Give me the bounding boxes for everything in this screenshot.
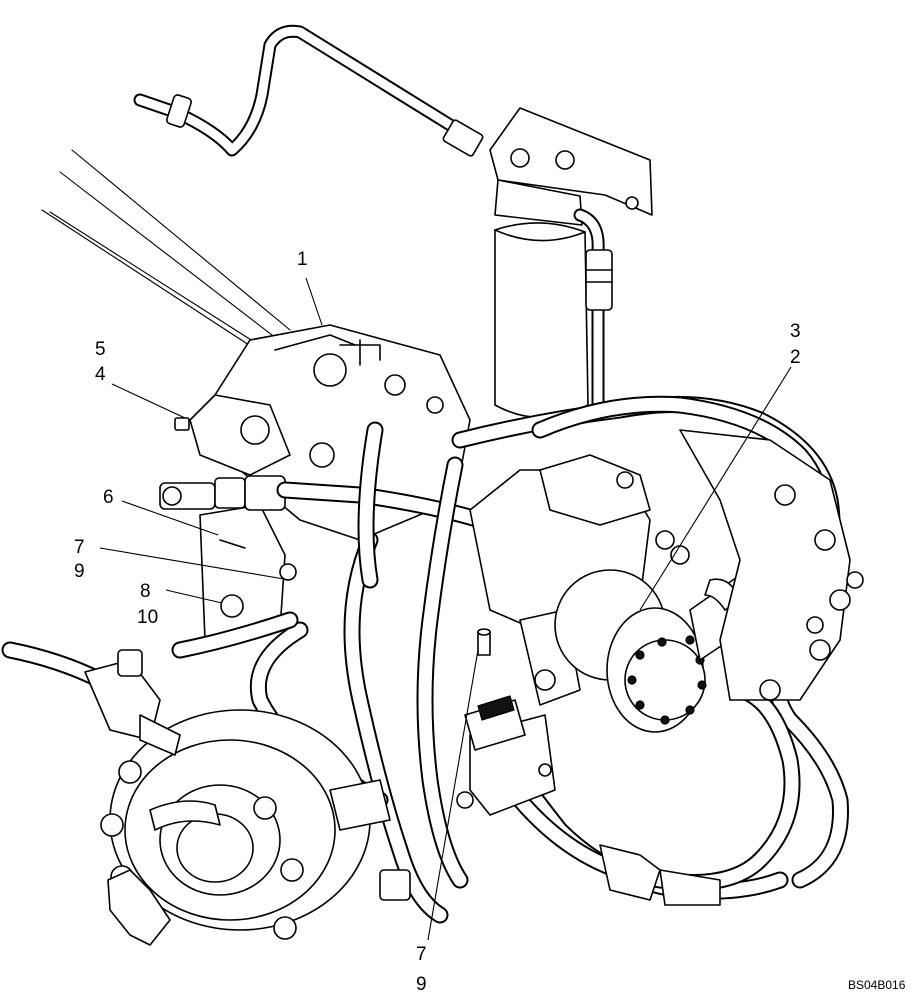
callout-9-upper: 9: [74, 561, 85, 582]
elbow-fitting-left: [84, 649, 181, 756]
figure-code: BS04B016: [848, 978, 906, 992]
callouts: 1 3 2 5 4 6 7 9 8 10 7 9: [74, 249, 801, 995]
control-valve: [456, 628, 556, 816]
callout-10: 10: [137, 607, 158, 628]
callout-7-lower: 7: [416, 944, 427, 965]
upper-return-tube: [133, 24, 484, 157]
callout-4: 4: [95, 364, 106, 385]
leader-lines: [99, 277, 792, 941]
right-lower-fitting: [599, 844, 721, 906]
callout-7-upper: 7: [74, 537, 85, 558]
right-motor: [679, 429, 864, 701]
callout-3: 3: [790, 321, 801, 342]
callout-2: 2: [790, 347, 801, 368]
callout-6: 6: [103, 487, 114, 508]
callout-1: 1: [297, 249, 308, 270]
left-fittings: [159, 475, 286, 511]
filter-assembly: [489, 107, 653, 419]
callout-5: 5: [95, 339, 106, 360]
control-cables: [41, 149, 291, 361]
charge-pump: [554, 569, 761, 733]
left-motor: [100, 709, 411, 946]
callout-9-lower: 9: [416, 974, 427, 995]
callout-8: 8: [140, 581, 151, 602]
